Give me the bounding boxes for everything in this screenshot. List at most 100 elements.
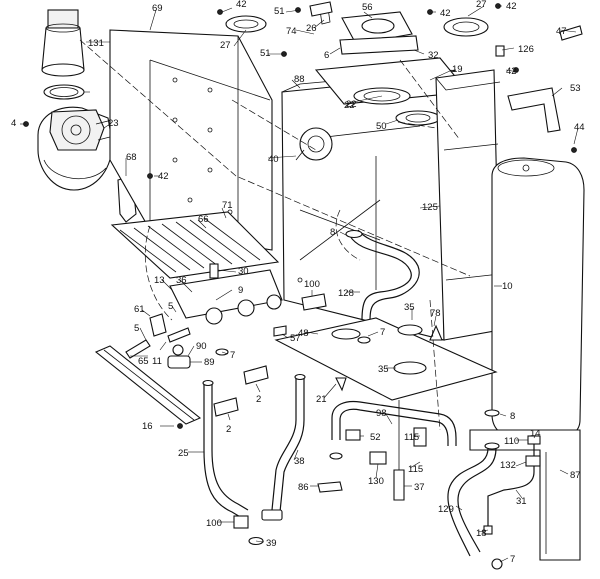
- part-number-label: 27: [476, 0, 487, 10]
- part-number-label: 4: [11, 118, 16, 129]
- burner-assembly: [110, 211, 280, 279]
- part-number-label: 100: [304, 279, 320, 290]
- part-number-label: 16: [142, 421, 153, 432]
- part-number-label: 42: [506, 1, 517, 12]
- gas-cock: [167, 344, 191, 369]
- part-number-label: 22: [344, 100, 355, 111]
- part-number-label: 89: [204, 357, 215, 368]
- part-number-label: 25: [178, 448, 189, 459]
- part-number-label: 98: [376, 408, 387, 419]
- pipe-38: [271, 378, 297, 511]
- part-number-label: 26: [306, 23, 317, 34]
- part-number-label: 50: [376, 121, 387, 132]
- part-number-label: 18: [476, 528, 487, 539]
- part-number-label: 88: [294, 74, 305, 85]
- part-number-label: 27: [220, 40, 231, 51]
- flue-spigot: [41, 9, 85, 77]
- part-number-label: 74: [286, 26, 297, 37]
- part-number-label: 51: [260, 48, 271, 59]
- part-number-label: 23: [108, 118, 119, 129]
- pressure-switch: [319, 7, 419, 55]
- top-bracket: [507, 87, 561, 133]
- pipe-clip: [243, 365, 269, 385]
- part-number-label: 68: [126, 152, 137, 163]
- part-number-label: 35: [378, 364, 389, 375]
- part-number-label: 44: [574, 122, 585, 133]
- pipe-31: [487, 440, 535, 526]
- part-number-label: 126: [518, 44, 534, 55]
- part-number-label: 57: [290, 333, 301, 344]
- part-number-label: 6: [324, 50, 329, 61]
- part-number-label: 115: [408, 464, 423, 475]
- back-panel: [109, 29, 273, 251]
- part-number-label: 78: [430, 308, 441, 319]
- part-number-label: 65: [138, 356, 149, 367]
- part-number-label: 5: [168, 301, 173, 312]
- rear-chassis: [469, 429, 581, 561]
- part-number-label: 31: [516, 496, 527, 507]
- part-number-label: 5: [134, 323, 139, 334]
- part-number-label: 125: [422, 202, 438, 213]
- pipe-25: [203, 384, 243, 519]
- part-number-label: 51: [274, 6, 285, 17]
- part-number-label: 100: [206, 518, 222, 529]
- part-number-label: 53: [570, 83, 581, 94]
- part-number-label: 42: [158, 171, 169, 182]
- part-number-label: 87: [570, 470, 581, 481]
- pipe-98: [331, 400, 457, 446]
- part-number-label: 129: [438, 504, 454, 515]
- part-number-label: 32: [428, 50, 439, 61]
- part-number-label: 52: [370, 432, 381, 443]
- pipe-129: [447, 447, 489, 557]
- part-number-label: 11: [152, 356, 162, 367]
- part-number-label: 56: [362, 2, 373, 13]
- part-number-label: 90: [196, 341, 207, 352]
- electrode-assembly: [295, 127, 333, 161]
- part-number-label: 38: [294, 456, 305, 467]
- part-number-label: 40: [268, 154, 279, 165]
- front-support-bar: [94, 345, 202, 425]
- part-number-label: 42: [506, 66, 517, 77]
- bottom-plate: [274, 317, 498, 401]
- part-number-label: 2: [256, 394, 261, 405]
- part-number-label: 47: [556, 26, 567, 37]
- part-number-label: 69: [152, 3, 163, 14]
- part-number-label: 71: [222, 200, 233, 211]
- part-number-label: 130: [368, 476, 384, 487]
- part-number-label: 21: [316, 394, 327, 405]
- part-number-label: 30: [238, 266, 249, 277]
- part-number-label: 7: [510, 554, 515, 565]
- part-number-label: 35: [404, 302, 415, 313]
- part-number-label: 22: [346, 99, 357, 110]
- part-number-label: 9: [238, 285, 243, 296]
- expansion-vessel: [491, 157, 585, 439]
- pipe-128: [349, 235, 412, 321]
- part-number-label: 132: [500, 460, 516, 471]
- part-number-label: 14: [530, 428, 541, 439]
- part-number-label: 66: [198, 214, 209, 225]
- part-number-label: 48: [298, 328, 309, 339]
- part-number-label: 42: [236, 0, 247, 10]
- part-number-label: 37: [414, 482, 425, 493]
- part-number-label: 7: [230, 350, 235, 361]
- part-number-label: 86: [298, 482, 309, 493]
- expansion-housing: [435, 69, 501, 341]
- part-number-label: 128: [338, 288, 354, 299]
- part-number-label: 10: [502, 281, 513, 292]
- fan-assembly: [37, 106, 115, 191]
- part-number-label: 19: [452, 64, 463, 75]
- part-number-label: 131: [88, 38, 104, 49]
- part-number-label: 115: [404, 432, 419, 443]
- part-number-label: 61: [134, 304, 145, 315]
- part-number-label: 7: [380, 327, 385, 338]
- part-number-label: 36: [176, 275, 187, 286]
- part-number-label: 13: [154, 275, 165, 286]
- part-number-label: 110: [504, 436, 519, 447]
- part-number-label: 8: [510, 411, 515, 422]
- part-number-label: 39: [266, 538, 277, 549]
- part-number-label: 2: [226, 424, 231, 435]
- part-number-label: 8: [330, 227, 335, 238]
- part-number-label: 42: [440, 8, 451, 19]
